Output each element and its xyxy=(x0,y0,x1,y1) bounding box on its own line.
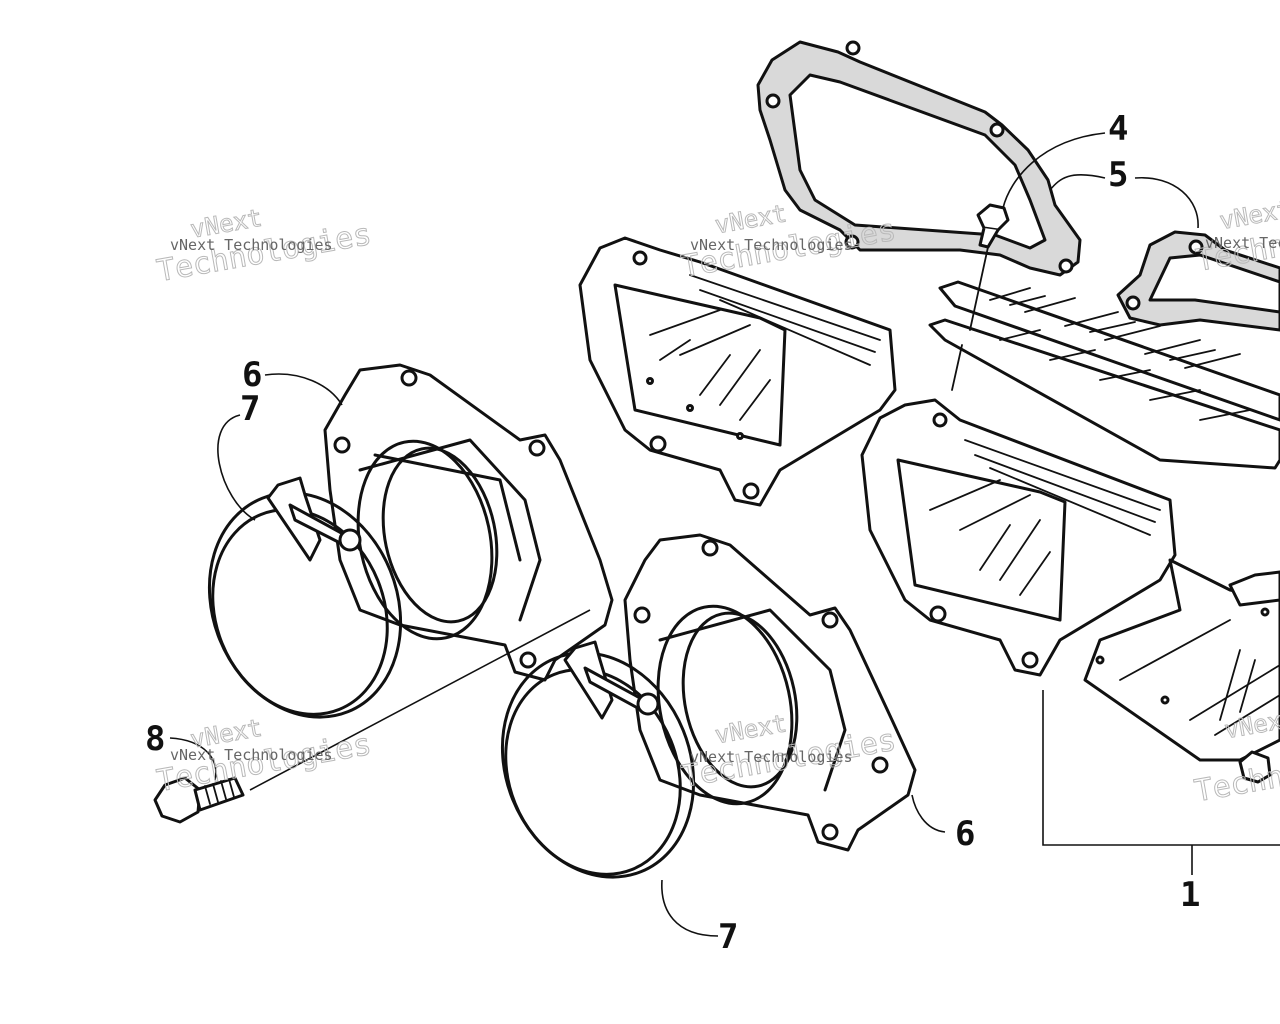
callout-5: 5 xyxy=(1108,155,1128,195)
callout-8: 8 xyxy=(145,719,165,759)
callout-7-right: 7 xyxy=(718,917,738,957)
svg-text:vNext Technologies: vNext Technologies xyxy=(170,236,333,254)
watermark-3: vNext Technologies vNext Technologies xyxy=(1193,194,1280,279)
reed-plate-upper xyxy=(938,280,1280,422)
hose-clamp-right xyxy=(500,640,696,879)
svg-text:vNext Technologies: vNext Technologies xyxy=(690,236,853,254)
callout-1: 1 xyxy=(1180,875,1200,915)
bolt-8 xyxy=(153,776,245,824)
callout-6-right: 6 xyxy=(955,814,975,854)
svg-text:vNext Technologies: vNext Technologies xyxy=(690,748,853,766)
callout-6-left: 6 xyxy=(242,355,262,395)
intake-boot-right xyxy=(623,533,917,852)
svg-text:vNext Technologies: vNext Technologies xyxy=(1205,234,1280,252)
reed-plate-lower xyxy=(928,318,1280,470)
intake-boot-left xyxy=(323,363,614,682)
screw-4 xyxy=(951,203,1010,391)
reed-cage-upper xyxy=(578,236,897,507)
callout-7-left: 7 xyxy=(240,389,260,429)
reed-cage-lower xyxy=(860,398,1177,677)
svg-text:vNext Technologies: vNext Technologies xyxy=(170,746,333,764)
intake-manifold xyxy=(1083,558,1280,784)
leader-lines xyxy=(169,132,1280,937)
svg-text:vNext: vNext xyxy=(1217,195,1280,235)
watermark-1: vNext Technologies vNext Technologies xyxy=(154,203,375,289)
reed-gasket-right xyxy=(1116,230,1280,332)
callout-4: 4 xyxy=(1108,109,1128,149)
hose-clamp-left xyxy=(207,476,403,719)
